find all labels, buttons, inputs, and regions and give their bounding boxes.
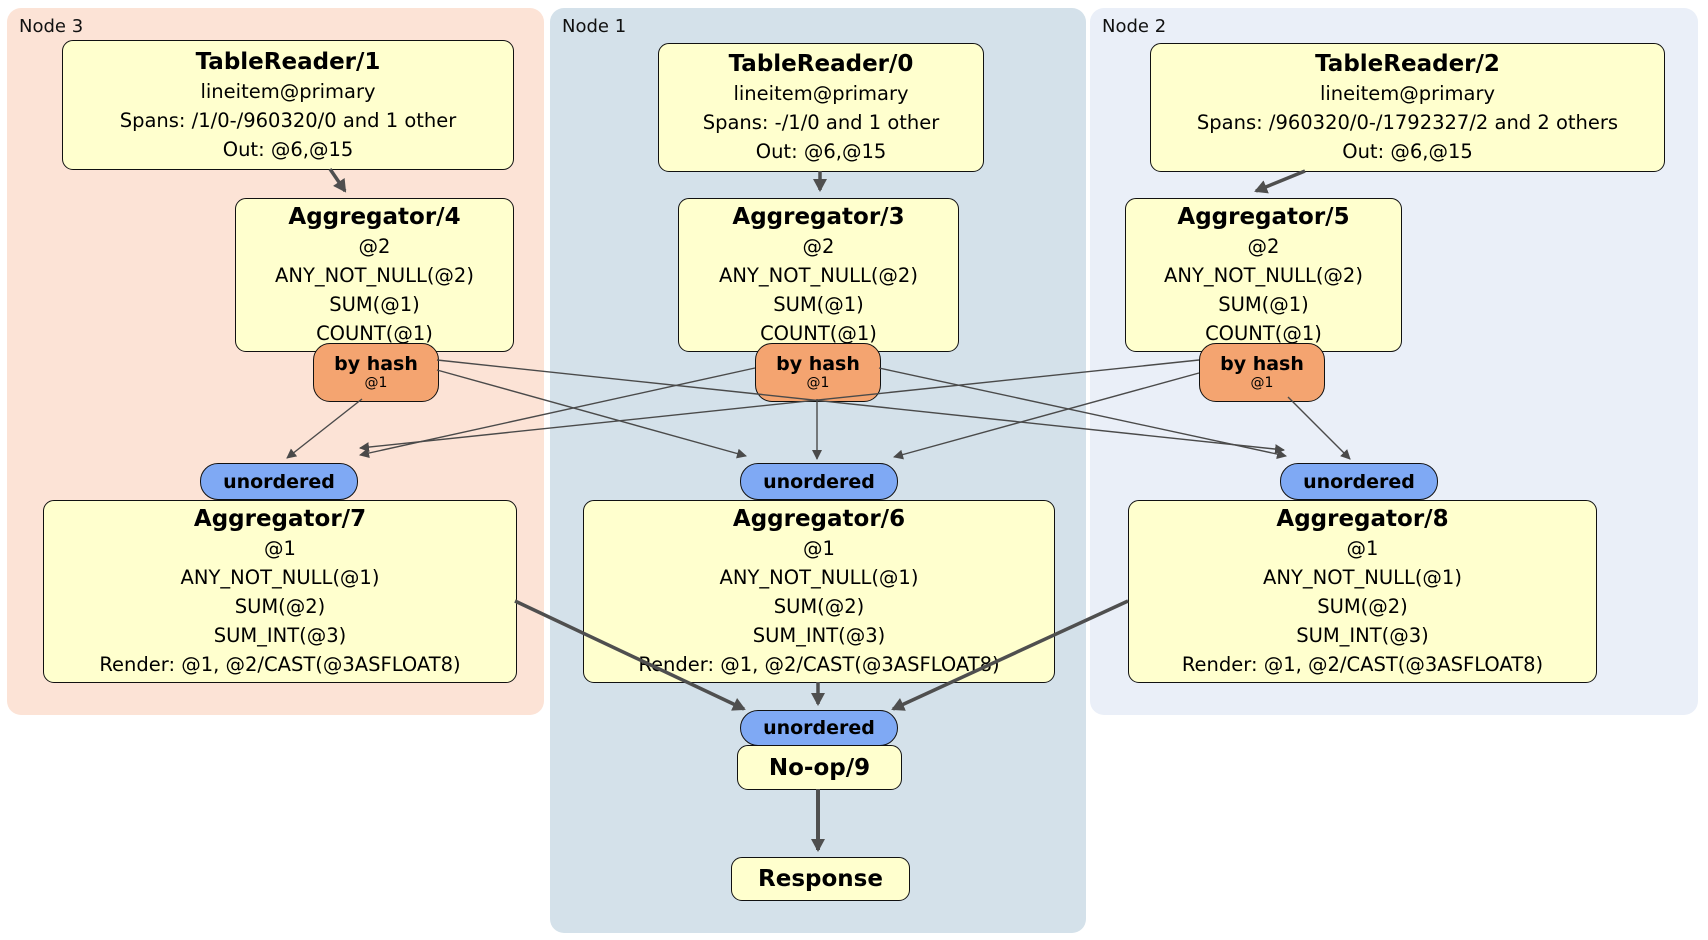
plan-node-detail: @1 bbox=[803, 537, 835, 560]
router-by-hash-node1: by hash @1 bbox=[755, 343, 881, 402]
plan-node-detail: Spans: -/1/0 and 1 other bbox=[702, 111, 940, 134]
plan-node-title: Aggregator/8 bbox=[1276, 506, 1449, 532]
plan-node-detail: @2 bbox=[358, 235, 391, 258]
plan-node-detail: SUM(@1) bbox=[1218, 293, 1309, 316]
plan-node-detail: ANY_NOT_NULL(@1) bbox=[719, 566, 919, 589]
plan-node-detail: @2 bbox=[1247, 235, 1280, 258]
router-by-hash-node2: by hash @1 bbox=[1199, 343, 1325, 402]
plan-node-title: Aggregator/3 bbox=[732, 204, 905, 230]
plan-node-detail: Render: @1, @2/CAST(@3ASFLOAT8) bbox=[99, 653, 461, 676]
plan-node-detail: SUM_INT(@3) bbox=[752, 624, 886, 647]
plan-node-title: Aggregator/4 bbox=[288, 204, 461, 230]
sync-label: unordered bbox=[763, 717, 875, 739]
plan-node-response: Response bbox=[731, 857, 910, 901]
plan-node-detail: Out: @6,@15 bbox=[755, 140, 887, 163]
region-node3-label: Node 3 bbox=[19, 16, 84, 37]
plan-node-detail: COUNT(@1) bbox=[760, 322, 877, 345]
plan-node-aggregator-7: Aggregator/7 @1 ANY_NOT_NULL(@1) SUM(@2)… bbox=[43, 500, 517, 683]
router-sublabel: @1 bbox=[806, 375, 830, 391]
router-label: by hash bbox=[334, 353, 418, 375]
plan-node-detail: Out: @6,@15 bbox=[222, 137, 354, 161]
sync-label: unordered bbox=[1303, 470, 1415, 493]
plan-node-aggregator-8: Aggregator/8 @1 ANY_NOT_NULL(@1) SUM(@2)… bbox=[1128, 500, 1597, 683]
plan-node-aggregator-5: Aggregator/5 @2 ANY_NOT_NULL(@2) SUM(@1)… bbox=[1125, 198, 1402, 352]
plan-node-tablereader-2: TableReader/2 lineitem@primary Spans: /9… bbox=[1150, 43, 1665, 172]
plan-node-title: TableReader/2 bbox=[1315, 51, 1500, 77]
plan-node-detail: @1 bbox=[264, 537, 296, 560]
plan-node-detail: @2 bbox=[802, 235, 835, 258]
plan-node-detail: lineitem@primary bbox=[733, 82, 909, 105]
plan-node-tablereader-1: TableReader/1 lineitem@primary Spans: /1… bbox=[62, 40, 514, 170]
sync-unordered-final: unordered bbox=[740, 710, 898, 746]
plan-node-detail: SUM(@1) bbox=[773, 293, 864, 316]
plan-node-title: Aggregator/7 bbox=[193, 506, 367, 532]
plan-node-title: Response bbox=[758, 866, 883, 892]
plan-node-detail: Render: @1, @2/CAST(@3ASFLOAT8) bbox=[1181, 653, 1544, 676]
plan-node-detail: SUM_INT(@3) bbox=[213, 624, 347, 647]
plan-node-detail: @1 bbox=[1346, 537, 1379, 560]
plan-node-detail: SUM(@2) bbox=[1317, 595, 1408, 618]
plan-node-detail: ANY_NOT_NULL(@1) bbox=[180, 566, 380, 589]
plan-node-detail: Out: @6,@15 bbox=[1342, 140, 1473, 163]
sync-label: unordered bbox=[223, 470, 335, 493]
plan-node-detail: SUM(@2) bbox=[234, 595, 326, 618]
region-node1-label: Node 1 bbox=[562, 16, 627, 37]
router-sublabel: @1 bbox=[1250, 375, 1274, 391]
sync-unordered-node3: unordered bbox=[200, 463, 358, 500]
plan-node-detail: COUNT(@1) bbox=[316, 322, 433, 345]
plan-node-title: TableReader/0 bbox=[728, 51, 914, 77]
plan-node-title: Aggregator/6 bbox=[732, 506, 906, 532]
plan-node-detail: Render: @1, @2/CAST(@3ASFLOAT8) bbox=[638, 653, 1000, 676]
plan-node-detail: Spans: /960320/0-/1792327/2 and 2 others bbox=[1196, 111, 1619, 134]
plan-node-detail: Spans: /1/0-/960320/0 and 1 other bbox=[119, 108, 457, 132]
plan-node-detail: lineitem@primary bbox=[1319, 82, 1496, 105]
region-node2-label: Node 2 bbox=[1102, 16, 1167, 37]
router-label: by hash bbox=[776, 353, 860, 375]
plan-node-detail: ANY_NOT_NULL(@2) bbox=[1164, 264, 1363, 287]
plan-node-title: Aggregator/5 bbox=[1177, 204, 1350, 230]
plan-node-noop-9: No-op/9 bbox=[737, 745, 902, 790]
plan-node-detail: ANY_NOT_NULL(@2) bbox=[275, 264, 474, 287]
plan-node-title: TableReader/1 bbox=[195, 48, 381, 75]
router-sublabel: @1 bbox=[364, 375, 388, 391]
plan-node-title: No-op/9 bbox=[768, 754, 871, 781]
sync-unordered-node2: unordered bbox=[1280, 463, 1438, 500]
plan-node-detail: SUM_INT(@3) bbox=[1296, 624, 1429, 647]
plan-node-detail: SUM(@1) bbox=[329, 293, 420, 316]
router-by-hash-node3: by hash @1 bbox=[313, 343, 439, 402]
plan-node-detail: COUNT(@1) bbox=[1205, 322, 1322, 345]
sync-label: unordered bbox=[763, 470, 875, 493]
plan-node-detail: lineitem@primary bbox=[200, 79, 376, 103]
plan-node-detail: ANY_NOT_NULL(@2) bbox=[719, 264, 918, 287]
plan-node-aggregator-4: Aggregator/4 @2 ANY_NOT_NULL(@2) SUM(@1)… bbox=[235, 198, 514, 352]
plan-node-aggregator-3: Aggregator/3 @2 ANY_NOT_NULL(@2) SUM(@1)… bbox=[678, 198, 959, 352]
plan-node-detail: ANY_NOT_NULL(@1) bbox=[1263, 566, 1462, 589]
router-label: by hash bbox=[1220, 353, 1304, 375]
plan-node-detail: SUM(@2) bbox=[773, 595, 865, 618]
plan-node-tablereader-0: TableReader/0 lineitem@primary Spans: -/… bbox=[658, 43, 984, 172]
plan-node-aggregator-6: Aggregator/6 @1 ANY_NOT_NULL(@1) SUM(@2)… bbox=[583, 500, 1055, 683]
sync-unordered-node1: unordered bbox=[740, 463, 898, 500]
